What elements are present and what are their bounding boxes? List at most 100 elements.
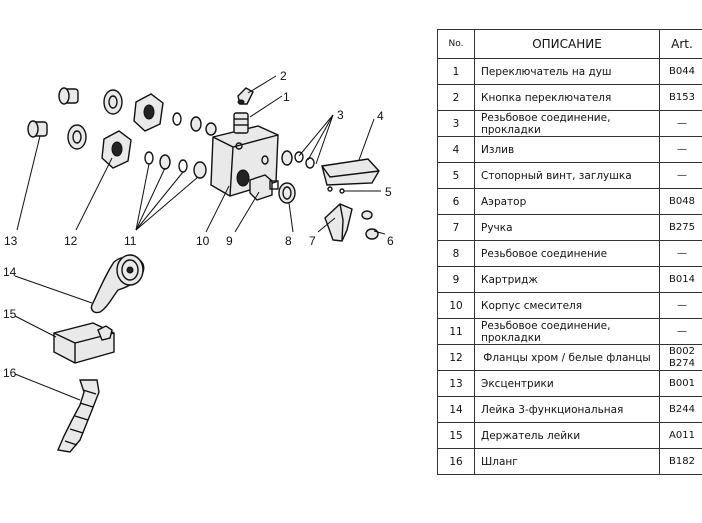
row-no: 7: [437, 214, 475, 241]
exploded-view-diagram: 1 2 3 4 5 6 7 8 9 10 11 12 13 14 15 16: [3, 69, 394, 453]
cartridge-part: [249, 174, 279, 201]
row-description: Картридж: [474, 266, 660, 293]
callout-11: 11: [124, 234, 137, 248]
hand-shower-part: [90, 254, 145, 314]
leader-lines: [14, 75, 386, 401]
row-art: B014: [659, 266, 702, 293]
handle-part: [324, 203, 353, 242]
table-row: 14 Лейка 3-функциональная B244: [437, 396, 702, 423]
row-no: 4: [437, 136, 475, 163]
gasket-set-right: [281, 150, 315, 169]
row-description: Лейка 3-функциональная: [474, 396, 660, 423]
row-description: Кнопка переключателя: [474, 84, 660, 111]
threaded-connection-part: [278, 182, 296, 204]
table-row: 6 Аэратор B048: [437, 188, 702, 215]
table-row: 13 Эксцентрики B001: [437, 370, 702, 397]
row-description: Излив: [474, 136, 660, 163]
row-art: —: [659, 110, 702, 137]
callout-2: 2: [280, 69, 287, 83]
row-description: Эксцентрики: [474, 370, 660, 397]
row-description: Резьбовое соединение, прокладки: [474, 318, 660, 345]
stop-screw-part: [327, 186, 345, 194]
row-art: B044: [659, 58, 702, 85]
row-art: B001: [659, 370, 702, 397]
row-no: 13: [437, 370, 475, 397]
callout-3: 3: [337, 108, 344, 122]
row-description: Резьбовое соединение, прокладки: [474, 110, 660, 137]
table-row: 11 Резьбовое соединение, прокладки —: [437, 318, 702, 345]
callout-7: 7: [309, 234, 316, 248]
parts-table: No. ОПИСАНИЕ Art. 1 Переключатель на душ…: [437, 29, 702, 475]
table-row: 15 Держатель лейки A011: [437, 422, 702, 449]
row-no: 14: [437, 396, 475, 423]
callout-9: 9: [226, 234, 233, 248]
hose-part: [57, 379, 100, 453]
gasket-set-left: [144, 112, 217, 179]
table-row: 12 Фланцы хром / белые фланцы B002 B274: [437, 344, 702, 371]
row-no: 1: [437, 58, 475, 85]
table-row: 1 Переключатель на душ B044: [437, 58, 702, 85]
row-description: Резьбовое соединение: [474, 240, 660, 267]
row-no: 5: [437, 162, 475, 189]
row-no: 6: [437, 188, 475, 215]
row-art: A011: [659, 422, 702, 449]
row-no: 2: [437, 84, 475, 111]
row-no: 15: [437, 422, 475, 449]
header-description: ОПИСАНИЕ: [474, 29, 660, 59]
row-art: B182: [659, 448, 702, 475]
table-row: 3 Резьбовое соединение, прокладки —: [437, 110, 702, 137]
callout-10: 10: [196, 234, 210, 248]
aerator-part: [361, 210, 379, 240]
row-description: Корпус смесителя: [474, 292, 660, 319]
row-description: Ручка: [474, 214, 660, 241]
row-art: B275: [659, 214, 702, 241]
row-no: 16: [437, 448, 475, 475]
table-row: 4 Излив —: [437, 136, 702, 163]
row-art: —: [659, 318, 702, 345]
table-header-row: No. ОПИСАНИЕ Art.: [437, 29, 702, 59]
row-description: Фланцы хром / белые фланцы: [474, 344, 660, 371]
row-art: —: [659, 240, 702, 267]
spout-part: [321, 158, 380, 186]
row-art: —: [659, 162, 702, 189]
row-description: Переключатель на душ: [474, 58, 660, 85]
callout-4: 4: [377, 109, 384, 123]
shower-holder-part: [53, 322, 115, 364]
row-description: Шланг: [474, 448, 660, 475]
row-no: 11: [437, 318, 475, 345]
table-row: 8 Резьбовое соединение —: [437, 240, 702, 267]
callout-1: 1: [283, 90, 290, 104]
header-no: No.: [437, 29, 475, 59]
table-row: 2 Кнопка переключателя B153: [437, 84, 702, 111]
callout-8: 8: [285, 234, 292, 248]
callout-16: 16: [3, 366, 17, 380]
callout-12: 12: [64, 234, 78, 248]
row-art: B048: [659, 188, 702, 215]
diverter-part: [233, 87, 254, 134]
flange-part: [67, 89, 164, 169]
table-row: 7 Ручка B275: [437, 214, 702, 241]
row-description: Стопорный винт, заглушка: [474, 162, 660, 189]
row-art: B002 B274: [659, 344, 702, 371]
row-no: 3: [437, 110, 475, 137]
row-art: B153: [659, 84, 702, 111]
row-no: 9: [437, 266, 475, 293]
row-no: 10: [437, 292, 475, 319]
callout-14: 14: [3, 265, 17, 279]
callout-6: 6: [387, 234, 394, 248]
row-art: B244: [659, 396, 702, 423]
row-description: Держатель лейки: [474, 422, 660, 449]
row-no: 8: [437, 240, 475, 267]
header-art: Art.: [659, 29, 702, 59]
callout-13: 13: [4, 234, 18, 248]
callout-5: 5: [385, 185, 392, 199]
callout-labels: 1 2 3 4 5 6 7 8 9 10 11 12 13 14 15 16: [3, 69, 394, 380]
table-row: 16 Шланг B182: [437, 448, 702, 475]
eccentric-part: [27, 87, 79, 138]
table-row: 9 Картридж B014: [437, 266, 702, 293]
row-art: —: [659, 136, 702, 163]
row-art: —: [659, 292, 702, 319]
table-row: 5 Стопорный винт, заглушка —: [437, 162, 702, 189]
row-description: Аэратор: [474, 188, 660, 215]
row-no: 12: [437, 344, 475, 371]
